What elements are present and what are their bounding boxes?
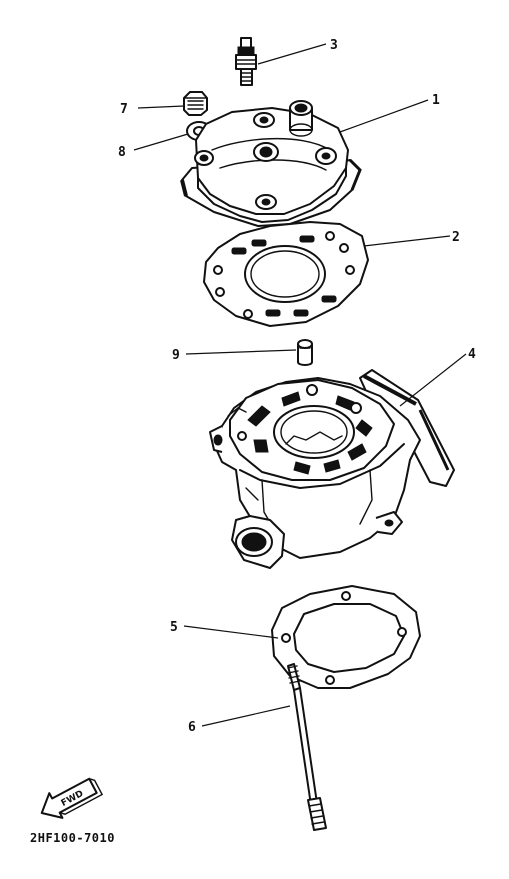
leader-1: [339, 99, 429, 133]
leader-4: [399, 353, 467, 407]
callout-5: 5: [170, 620, 178, 635]
head-gasket: [203, 221, 369, 327]
leader-9: [185, 349, 297, 355]
leader-3: [257, 43, 327, 65]
callout-3: 3: [330, 38, 338, 53]
leader-6: [201, 705, 291, 727]
callout-1: 1: [432, 93, 440, 108]
leader-7: [137, 105, 185, 109]
callout-9: 9: [172, 348, 180, 363]
stud-bolt: [287, 663, 327, 831]
callout-7: 7: [120, 102, 128, 117]
leader-2: [363, 235, 451, 247]
cylinder-block: [209, 369, 455, 569]
diagram-code: 2HF100-7010: [30, 831, 115, 845]
forward-arrow-icon: FWD: [40, 777, 104, 819]
callout-8: 8: [118, 145, 126, 160]
callout-labels: 1 2 3 4 5 6 7 8 9: [118, 38, 476, 735]
leader-5: [183, 625, 279, 639]
leader-8: [133, 133, 189, 151]
callout-2: 2: [452, 230, 460, 245]
dowel-pin: [297, 339, 313, 366]
callout-4: 4: [468, 347, 476, 362]
cylinder-head: [180, 100, 362, 227]
cap-nut: [183, 91, 208, 116]
leader-lines: [133, 43, 467, 727]
spark-plug: [235, 37, 257, 86]
callout-6: 6: [188, 720, 196, 735]
